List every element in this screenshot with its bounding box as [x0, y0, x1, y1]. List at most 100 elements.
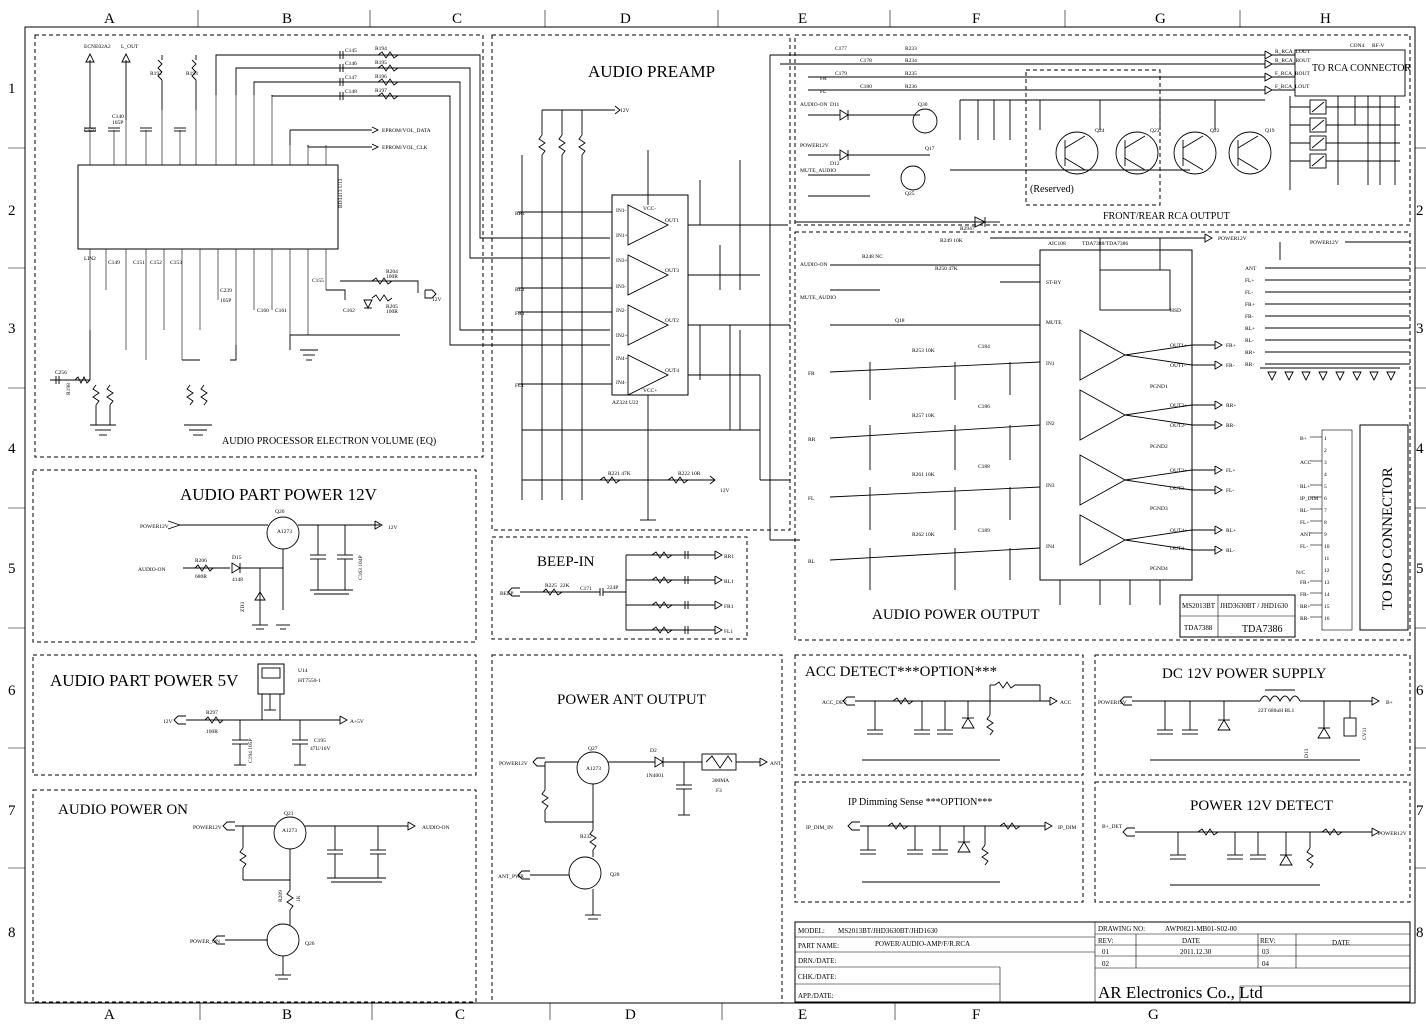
ip-dim-net: IP_DIM [1058, 825, 1076, 831]
svg-text:FL-: FL- [1300, 544, 1308, 550]
rca-net-label: R_RCA_LOUT [1275, 49, 1311, 55]
block-power-ant-output: POWER ANT OUTPUT POWER12V ANT [491, 654, 783, 1004]
svg-text:FL: FL [820, 89, 827, 95]
svg-text:R257 10K: R257 10K [912, 413, 935, 419]
section-title: AUDIO PART POWER 12V [180, 485, 378, 504]
amp-input-label: FL [808, 496, 815, 502]
part-q20: Q20 [275, 509, 285, 515]
amp-output-label: FR+ [1226, 343, 1236, 349]
right-side-label: RL+ [1245, 326, 1255, 332]
svg-text:MUTE: MUTE [1046, 320, 1062, 326]
svg-text:ACC: ACC [1300, 460, 1312, 466]
svg-text:C147: C147 [345, 75, 357, 81]
svg-text:LIN2: LIN2 [84, 256, 96, 262]
acc-det-net: ACC_DET [822, 700, 847, 706]
svg-text:IN4-: IN4- [616, 380, 627, 386]
part-r206-val: 680R [195, 574, 207, 580]
svg-text:4: 4 [1324, 472, 1327, 478]
svg-text:OUT3: OUT3 [665, 268, 679, 274]
svg-text:VCC-: VCC- [643, 206, 656, 212]
part-c195-val: 47U/16V [310, 746, 331, 752]
part-r232: R232 [580, 834, 592, 840]
svg-text:IN3: IN3 [1046, 483, 1055, 489]
zone-col-label: B [282, 1007, 292, 1023]
amp-table-cell: TDA7388 [1184, 624, 1213, 632]
svg-text:12: 12 [1324, 568, 1330, 574]
zone-col-label: D [620, 11, 631, 27]
svg-text:IN2-: IN2- [616, 308, 627, 314]
det-power12v: POWER12V [1378, 831, 1407, 837]
svg-text:Q25: Q25 [905, 191, 915, 197]
block-power-12v-detect: POWER 12V DETECT B+_DET POWER12V [1094, 781, 1411, 903]
title-block: MODEL: MS2013BT/JHD3630BT/JHD1630 PART N… [794, 921, 1411, 1003]
svg-text:C160: C160 [257, 308, 269, 314]
svg-text:C162: C162 [343, 308, 355, 314]
part-d15: D15 [232, 555, 242, 561]
rca-net-label: R_RCA_ROUT [1275, 58, 1311, 64]
svg-text:C148: C148 [345, 89, 357, 95]
svg-text:2: 2 [1324, 448, 1327, 454]
svg-text:C152: C152 [150, 260, 162, 266]
svg-text:15: 15 [1324, 604, 1330, 610]
svg-text:B+: B+ [1300, 436, 1307, 442]
svg-text:OUT2: OUT2 [665, 318, 679, 324]
svg-text:C179: C179 [835, 71, 847, 77]
zone-row-label: 5 [8, 561, 16, 577]
zone-row-label: 6 [1416, 683, 1424, 699]
rca-net-label: F_RCA_LOUT [1275, 84, 1310, 90]
section-title: AUDIO POWER ON [58, 802, 188, 818]
svg-text:OUT2-: OUT2- [1170, 423, 1186, 429]
beep-out: RR1 [724, 554, 734, 560]
zone-col-label: H [1320, 11, 1331, 27]
tb-company: AR Electronics Co., Ltd [1098, 983, 1263, 1002]
part-q27-type: A1273 [586, 766, 601, 772]
svg-text:HSD: HSD [1170, 308, 1181, 314]
beep-out: RL1 [724, 579, 734, 585]
preamp-input-label: RL1 [515, 287, 525, 293]
zone-col-label: A [104, 1007, 115, 1023]
svg-text:R261 10K: R261 10K [912, 472, 935, 478]
svg-text:ANT: ANT [1300, 532, 1312, 538]
svg-text:IN1: IN1 [1046, 361, 1055, 367]
svg-text:R233: R233 [905, 46, 917, 52]
zone-col-label: A [104, 11, 115, 27]
svg-text:R196: R196 [375, 74, 387, 80]
apon-power-on: POWER_ON [190, 939, 220, 945]
ip-dim-in-net: IP_DIM_IN [806, 825, 833, 831]
tb-model-label: MODEL: [798, 927, 825, 935]
svg-text:R193: R193 [186, 71, 198, 77]
svg-text:IN4+: IN4+ [616, 356, 628, 362]
svg-text:C145: C145 [345, 48, 357, 54]
zone-row-label: 2 [1416, 203, 1424, 219]
svg-text:FL+: FL+ [1300, 520, 1310, 526]
svg-text:C256: C256 [55, 370, 67, 376]
svg-text:R222 10R: R222 10R [678, 471, 701, 477]
svg-text:105P: 105P [220, 298, 231, 304]
preamp-input-label: FR1 [515, 311, 525, 317]
svg-text:C146: C146 [345, 61, 357, 67]
svg-text:D12: D12 [830, 161, 840, 167]
p12-12v: 12V [388, 525, 398, 531]
svg-text:IP_DIM: IP_DIM [1300, 496, 1318, 502]
svg-text:R204: R204 [386, 269, 398, 275]
con4-ref: CON4 [1350, 43, 1365, 49]
section-title: IP Dimming Sense ***OPTION*** [848, 797, 992, 808]
svg-text:OUT1+: OUT1+ [1170, 343, 1187, 349]
rca-connector-label: TO RCA CONNECTOR [1312, 63, 1411, 74]
tb-rev-cell: 04 [1262, 960, 1270, 968]
amp-output-label: FR- [1226, 363, 1235, 369]
tb-date-cell: 2011.12.30 [1180, 948, 1212, 956]
zone-row-label: 5 [1416, 561, 1424, 577]
part-r297-val: 100R [206, 729, 218, 735]
chip-u13 [77, 164, 339, 250]
amp-table-cell: TDA7386 [1242, 624, 1283, 635]
svg-text:OUT1-: OUT1- [1170, 363, 1186, 369]
svg-text:FR-: FR- [1300, 592, 1309, 598]
part-r297: R297 [206, 710, 218, 716]
svg-text:R194: R194 [375, 46, 387, 52]
tb-date-label: DATE [1182, 937, 1200, 945]
svg-text:N/C: N/C [1296, 570, 1306, 576]
p5-12v: 12V [163, 719, 173, 725]
iso-connector-label: TO ISO CONNECTOR [1380, 467, 1396, 610]
svg-text:9: 9 [1324, 532, 1327, 538]
